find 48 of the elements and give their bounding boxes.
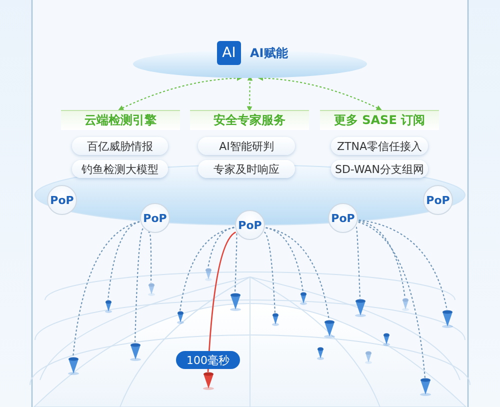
location-pin-icon [68, 357, 78, 375]
location-pin-icon [324, 320, 334, 338]
ai-badge: AI [217, 41, 241, 65]
connection-line [358, 220, 406, 298]
connection-line [148, 232, 152, 283]
location-pin-icon [272, 313, 278, 326]
connection-line [266, 227, 304, 292]
connection-line [358, 222, 426, 378]
arrow [118, 75, 242, 110]
location-pin-icon [204, 268, 212, 281]
location-pin-icon [230, 293, 240, 311]
location-pin-icon [382, 333, 390, 346]
location-pin-icon [176, 311, 184, 324]
connection-line [264, 232, 276, 314]
feature-pill: 钓鱼检测大模型 [72, 160, 168, 178]
location-pin-icon [354, 299, 366, 317]
connection-line [134, 228, 144, 344]
connection-line [356, 226, 361, 300]
location-pin-icon [420, 378, 430, 396]
feature-pill: 专家及时响应 [198, 160, 295, 178]
location-pin-icon [442, 310, 452, 328]
connection-line [207, 232, 236, 372]
edge-label: 100毫秒 [176, 351, 240, 369]
location-pin-icon [148, 283, 154, 296]
platform-title: AI赋能 [250, 45, 288, 62]
location-pin-icon [104, 300, 112, 313]
feature-pill: ZTNA零信任接入 [331, 137, 428, 155]
location-pin-icon [300, 292, 306, 305]
location-pin-icon [364, 351, 372, 364]
feature-pill: 百亿威胁情报 [72, 137, 168, 155]
location-pin-icon [130, 343, 140, 361]
connection-line [234, 234, 238, 294]
arrow [258, 75, 382, 110]
category-header: 更多 SASE 订阅 [320, 110, 439, 130]
connection-line [107, 221, 140, 300]
feature-pill: SD-WAN分支组网 [331, 160, 428, 178]
connection-line [72, 221, 140, 358]
connection-line [179, 227, 234, 312]
connection-line [207, 226, 234, 268]
location-pin-icon [316, 347, 324, 360]
feature-pill: AI智能研判 [198, 137, 295, 155]
connection-line [358, 219, 448, 310]
location-pin-icon [202, 372, 214, 390]
location-pin-icon [402, 298, 408, 311]
category-header: 云端检测引擎 [61, 110, 180, 130]
arrow [246, 75, 253, 112]
connection-line [266, 227, 330, 320]
category-header: 安全专家服务 [190, 110, 309, 130]
